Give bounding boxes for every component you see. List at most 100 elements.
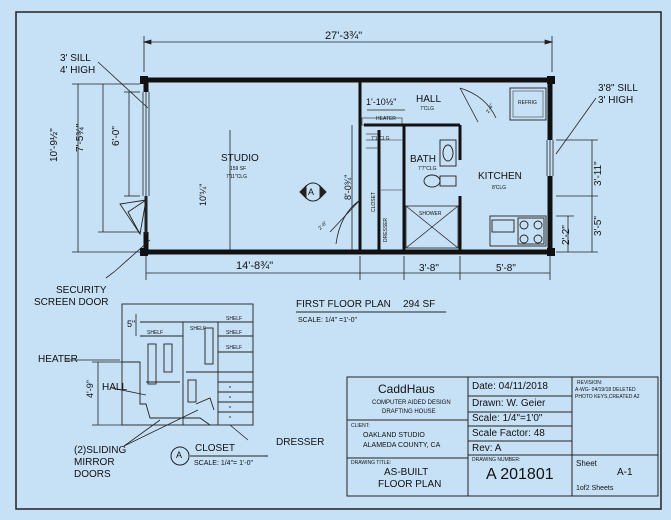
refrigerator-label: REFRIG [518, 100, 537, 106]
studio-area: 159 SF [230, 166, 247, 172]
right-window [546, 140, 554, 176]
right-dim-lower: 3'-5" [593, 216, 604, 236]
heater-plan-label: HEATER [376, 116, 396, 122]
shower [405, 205, 459, 249]
bottom-dim-studio: 14'-8¾" [236, 260, 274, 272]
shower-label: SHOWER [419, 211, 442, 217]
internal-dimensions [229, 109, 405, 250]
drawing-title-line2: FLOOR PLAN [378, 479, 442, 490]
kitchen-label: KITCHEN [478, 171, 522, 182]
sheet-count: 1of2 Sheets [576, 485, 614, 492]
bottom-dim-bath: 3'-8" [419, 263, 439, 274]
right-dim-counter: 2'-2" [561, 225, 572, 245]
sheet-id: A-1 [617, 467, 633, 478]
heater-callout: HEATER [38, 354, 78, 365]
closet-vertical-label: CLOSET [371, 191, 377, 212]
date-field: Date: 04/11/2018 [472, 381, 548, 392]
wall-corners [140, 76, 555, 256]
floor-plan-area: 294 SF [403, 299, 436, 310]
closet-shelf-3: SHELF [226, 316, 243, 322]
right-dim-upper: 3'-11" [593, 161, 604, 186]
company-name: CaddHaus [378, 382, 435, 396]
closet-marker-circle [170, 446, 190, 466]
client-label: CLIENT: [351, 423, 370, 429]
revision-line1: A-WG- 04/19/18 DELETED [575, 387, 636, 393]
dresser-vertical-label: DRESSER [383, 217, 389, 242]
revision-line2: PHOTO KEYS,CREATED A2 [575, 394, 640, 400]
hall-width-dim: 1'-10½" [366, 97, 397, 107]
scale-field: Scale: 1/4"=1'0" [472, 413, 543, 424]
hall-label: HALL [416, 94, 442, 105]
section-marker-a [299, 182, 327, 202]
right-dimensions [556, 139, 598, 253]
bottom-dimensions [145, 256, 551, 280]
floor-plan-title: FIRST FLOOR PLAN [296, 299, 391, 310]
studio-door [329, 199, 361, 245]
closet-shelf-4: SHELF [226, 330, 243, 336]
left-dim-mid: 7'-5¾" [75, 123, 86, 152]
bottom-dim-kitchen: 5'-8" [496, 263, 516, 274]
closet-elevation [121, 303, 254, 426]
rev-field: Rev: A [472, 443, 502, 454]
client-name: OAKLAND STUDIO [363, 432, 425, 439]
left-sill-line1: 3' SILL [60, 53, 91, 64]
closet-depth-dim: 8'-0¾" [343, 174, 353, 200]
revision-label: REVISION: [577, 380, 603, 386]
hall-door [459, 87, 497, 123]
client-location: ALAMEDA COUNTY, CA [363, 442, 441, 449]
kitchen-ceiling: 8'CLG [492, 185, 507, 191]
floor-plan-scale: SCALE: 1/4" =1'-0" [298, 317, 358, 324]
kitchen-counter [489, 215, 547, 247]
closet-shelf-2: SHELF [190, 326, 207, 332]
drawing-title-label: DRAWING TITLE: [351, 460, 392, 466]
bath-ceiling: 7'7"CLG [418, 166, 437, 172]
refrigerator [509, 87, 547, 121]
sheet-border [15, 11, 662, 510]
drawing-number: A 201801 [486, 466, 554, 483]
bath-fixtures [423, 139, 457, 188]
company-sub2: DRAFTING HOUSE [382, 409, 436, 415]
closet-shelf-1: SHELF [147, 330, 164, 336]
sliding-doors-line3: DOORS [74, 469, 111, 480]
studio-ceiling: 7'11"CLG [226, 174, 247, 180]
scale-factor-field: Scale Factor: 48 [472, 428, 545, 439]
hall-height-dim: 4'-9" [85, 380, 95, 398]
closet-detail-title: CLOSET [195, 443, 236, 454]
closet-ceiling: 7'1"CLG [371, 136, 390, 142]
title-block-frame [346, 376, 659, 497]
security-door-line1: SECURITY [56, 285, 107, 296]
sliding-doors-line1: (2)SLIDING [74, 445, 127, 456]
closet-shelf-5: SHELF [226, 345, 243, 351]
sliding-doors-line2: MIRROR [74, 457, 115, 468]
left-window [142, 92, 150, 196]
sill-leaders [97, 61, 597, 279]
hall-callout: HALL [102, 382, 128, 393]
drawn-field: Drawn: W. Geier [472, 398, 546, 409]
right-sill-line2: 3' HIGH [598, 95, 634, 106]
section-marker-label: A [308, 187, 315, 197]
closet-five-inch-dim: 5" [127, 319, 136, 329]
sheet-label: Sheet [576, 459, 597, 468]
drawing-title-line1: AS-BUILT [384, 467, 429, 478]
right-sill-line1: 3'8" SILL [598, 83, 638, 94]
closet-detail-dims [66, 314, 249, 447]
left-dim-window: 6'-0" [111, 126, 122, 146]
closet-detail-scale: SCALE: 1/4"= 1'-0" [194, 460, 254, 467]
overall-width-dimension [142, 36, 554, 72]
bath-label: BATH [410, 154, 436, 165]
left-dimensions [72, 83, 140, 253]
studio-depth-dim: 10'¼" [198, 183, 208, 206]
dresser-callout: DRESSER [276, 437, 325, 448]
left-sill-line2: 4' HIGH [60, 65, 96, 76]
exterior-walls [143, 77, 553, 255]
closet-shelving [361, 117, 403, 191]
overall-width-label: 27'-3¾" [325, 30, 363, 42]
security-door-line2: SCREEN DOOR [34, 297, 109, 308]
closet-marker-label: A [176, 450, 183, 460]
hall-ceiling: 7'CLG [420, 106, 435, 112]
security-screen-door [119, 196, 148, 236]
drawing-number-label: DRAWING NUMBER: [472, 457, 521, 463]
company-sub1: COMPUTER AIDED DESIGN [372, 400, 451, 406]
studio-label: STUDIO [221, 153, 259, 164]
